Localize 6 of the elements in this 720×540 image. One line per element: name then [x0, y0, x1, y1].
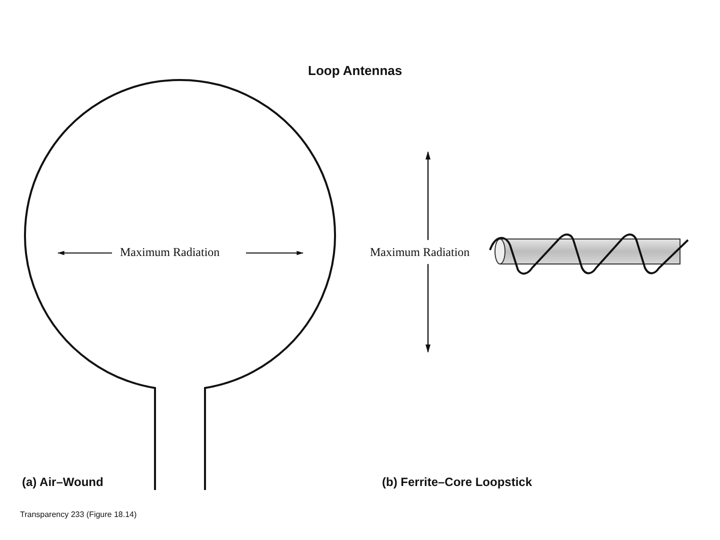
- caption: (a) Air–Wound: [22, 476, 104, 490]
- radiation-label: Maximum Radiation: [120, 246, 220, 260]
- title: Loop Antennas: [308, 64, 402, 78]
- caption: (b) Ferrite–Core Loopstick: [382, 476, 532, 490]
- radiation-label: Maximum Radiation: [370, 246, 470, 260]
- credit-note: Transparency 233 (Figure 18.14): [20, 511, 137, 520]
